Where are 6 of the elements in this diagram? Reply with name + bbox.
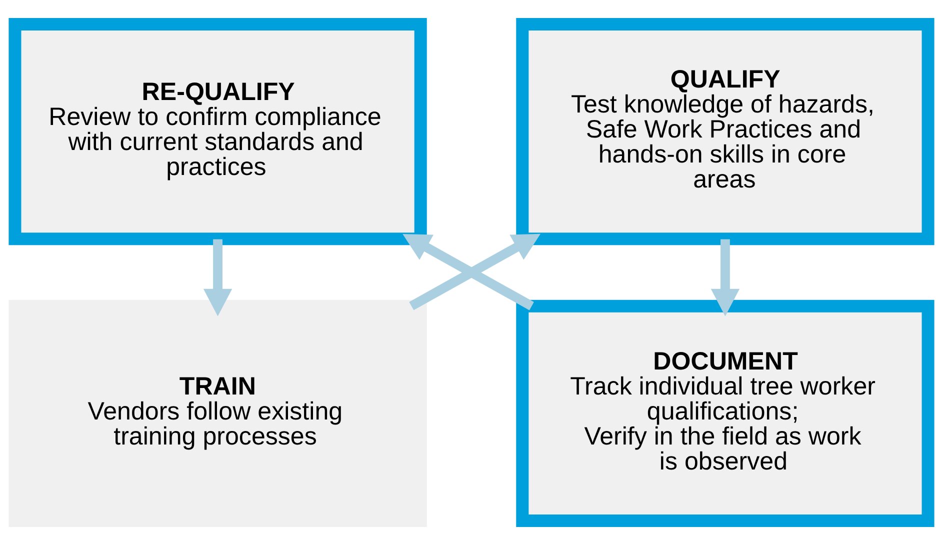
node-box: TRAIN Vendors follow existing training processes: [8, 300, 427, 527]
node-box: QUALIFY Test knowledge of hazards, Safe Work Practices and hands-on skills in core areas: [516, 18, 934, 246]
node-box: RE-QUALIFY Review to confirm compliance with current standards and practices: [8, 18, 427, 246]
node-box: DOCUMENT Track individual tree worker qualifications; Verify in the field as work is observed: [516, 300, 934, 527]
arrow: [710, 239, 740, 316]
arrow: [203, 239, 232, 316]
